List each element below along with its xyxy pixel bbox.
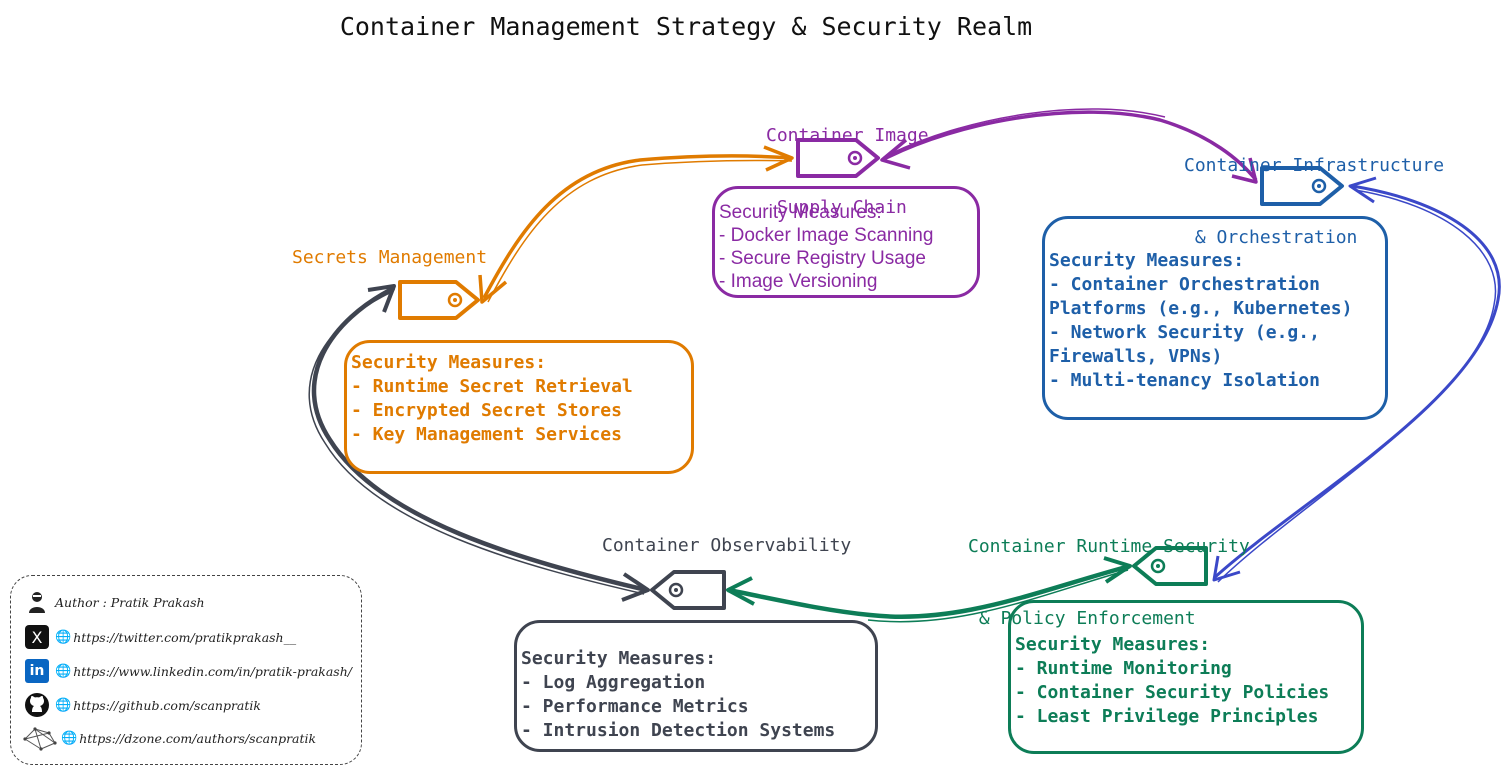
infra-measure-item: - Multi-tenancy Isolation xyxy=(1049,370,1320,391)
infra-measure-item: Firewalls, VPNs) xyxy=(1049,346,1223,367)
x-logo-icon: X xyxy=(23,624,51,650)
image-tag-icon xyxy=(796,138,880,178)
runtime-measure-item: - Least Privilege Principles xyxy=(1015,706,1319,727)
github-link[interactable]: https://github.com/scanpratik xyxy=(73,697,261,713)
runtime-measure-item: - Runtime Monitoring xyxy=(1015,658,1232,679)
secrets-measures-box: Security Measures: - Runtime Secret Retr… xyxy=(344,340,694,474)
observability-measure-item: - Intrusion Detection Systems xyxy=(521,720,836,741)
observability-measures-box: Security Measures: - Log Aggregation - P… xyxy=(514,620,878,752)
linkedin-row[interactable]: in 🌐 https://www.linkedin.com/in/pratik-… xyxy=(23,657,352,685)
runtime-measure-item: - Container Security Policies xyxy=(1015,682,1330,703)
arrow-observability-secrets xyxy=(311,285,647,593)
globe-icon: 🌐 xyxy=(55,663,72,679)
secrets-measure-item: - Runtime Secret Retrieval xyxy=(351,376,633,397)
author-name: Author : Pratik Prakash xyxy=(55,594,205,610)
dzone-link[interactable]: https://dzone.com/authors/scanpratik xyxy=(79,730,317,746)
runtime-measures-heading: Security Measures: xyxy=(1015,634,1211,655)
image-label: Container Image Supply Chain xyxy=(766,76,929,244)
secrets-measure-item: - Encrypted Secret Stores xyxy=(351,400,622,421)
observability-measures-heading: Security Measures: xyxy=(521,648,717,669)
arrow-runtime-observability xyxy=(727,563,1131,620)
author-card: Author : Pratik Prakash X 🌐 https://twit… xyxy=(10,575,362,765)
infra-measure-item: - Container Orchestration xyxy=(1049,274,1320,295)
infra-label: Container Infrastructure & Orchestration xyxy=(1184,106,1444,274)
image-measure-item: - Secure Registry Usage xyxy=(719,248,926,269)
github-row[interactable]: 🌐 https://github.com/scanpratik xyxy=(23,691,261,719)
diagram-title: Container Management Strategy & Security… xyxy=(339,12,1033,41)
linkedin-link[interactable]: https://www.linkedin.com/in/pratik-praka… xyxy=(73,663,352,679)
runtime-measures-box: Security Measures: - Runtime Monitoring … xyxy=(1008,600,1364,754)
runtime-label-line-1: Container Runtime Security xyxy=(968,536,1250,557)
secrets-measure-item: - Key Management Services xyxy=(351,424,622,445)
infra-label-line-1: Container Infrastructure xyxy=(1184,155,1445,176)
infra-measures-box: Security Measures: - Container Orchestra… xyxy=(1042,216,1388,420)
observability-measure-item: - Performance Metrics xyxy=(521,696,749,717)
twitter-link[interactable]: https://twitter.com/pratikprakash__ xyxy=(73,629,297,645)
observability-measure-item: - Log Aggregation xyxy=(521,672,706,693)
observability-label: Container Observability xyxy=(602,535,852,556)
infra-label-line-2: & Orchestration xyxy=(1184,227,1358,248)
author-row: Author : Pratik Prakash xyxy=(23,588,205,616)
arrow-image-infra xyxy=(881,110,1258,182)
image-measures-box: Security Measures: - Docker Image Scanni… xyxy=(712,186,980,298)
image-measure-item: - Docker Image Scanning xyxy=(719,225,934,246)
globe-icon: 🌐 xyxy=(61,730,78,746)
globe-icon: 🌐 xyxy=(55,697,72,713)
globe-icon: 🌐 xyxy=(55,629,72,645)
infra-measure-item: Platforms (e.g., Kubernetes) xyxy=(1049,298,1353,319)
secrets-tag-icon xyxy=(398,280,480,320)
secrets-measures-heading: Security Measures: xyxy=(351,352,547,373)
arrow-secrets-image xyxy=(482,154,791,299)
infra-measures-heading: Security Measures: xyxy=(1049,250,1245,271)
image-label-line-2: Supply Chain xyxy=(766,197,907,218)
linkedin-logo-icon: in xyxy=(23,658,51,684)
observability-tag-icon xyxy=(650,570,726,610)
arrow-infra-runtime xyxy=(1212,184,1501,580)
github-logo-icon xyxy=(23,692,51,718)
dzone-row[interactable]: 🌐 https://dzone.com/authors/scanpratik xyxy=(23,724,316,752)
image-measures-heading: Security Measures: xyxy=(719,202,882,223)
author-avatar-icon xyxy=(23,589,51,615)
twitter-row[interactable]: X 🌐 https://twitter.com/pratikprakash__ xyxy=(23,623,296,651)
secrets-label: Secrets Management xyxy=(292,247,488,268)
dzone-logo-icon xyxy=(23,725,57,751)
image-label-line-1: Container Image xyxy=(766,125,929,146)
infra-tag-icon xyxy=(1260,166,1344,206)
infra-measure-item: - Network Security (e.g., xyxy=(1049,322,1320,343)
runtime-tag-icon xyxy=(1132,546,1208,586)
image-measure-item: - Image Versioning xyxy=(719,271,878,292)
